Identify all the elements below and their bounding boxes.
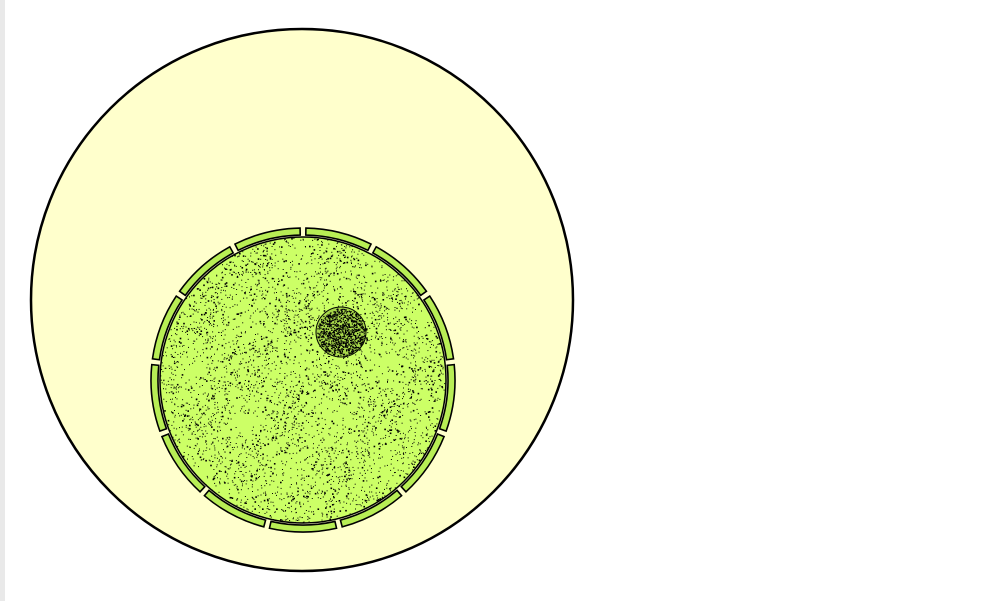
nucleoplasm <box>160 237 446 523</box>
